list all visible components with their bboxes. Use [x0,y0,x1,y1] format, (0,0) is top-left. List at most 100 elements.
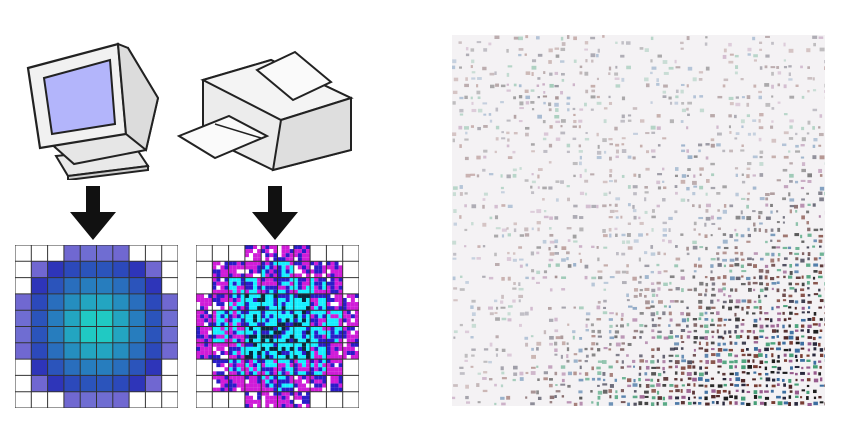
grid-cell [31,293,48,311]
halftone-dot [289,314,294,319]
halftone-dot [686,389,691,393]
halftone-dot [704,396,708,401]
halftone-dot [596,342,599,346]
halftone-dot [722,300,727,304]
halftone-dot [609,174,612,178]
halftone-dot [326,297,331,303]
halftone-dot [573,263,577,267]
halftone-dot [795,372,798,376]
halftone-dot [675,389,680,393]
halftone-dot [318,273,323,278]
halftone-dot [813,281,818,285]
halftone-dot [326,302,331,307]
halftone-dot [735,192,739,197]
halftone-dot [518,120,523,123]
halftone-dot [549,288,553,292]
halftone-dot [807,342,812,346]
halftone-dot [819,252,824,256]
halftone-dot [281,306,286,311]
halftone-dot [453,299,458,302]
halftone-dot [662,311,666,316]
halftone-dot [310,314,315,319]
halftone-dot [603,246,608,249]
halftone-dot [281,277,286,282]
halftone-dot [285,253,290,258]
halftone-dot [759,222,763,225]
halftone-dot [626,65,631,70]
halftone-dot [281,391,286,396]
halftone-dot [819,174,823,177]
halftone-dot [350,330,355,335]
halftone-dot [212,330,217,335]
halftone-dot [265,326,270,331]
halftone-dot [764,396,770,400]
halftone-dot [240,334,245,339]
halftone-dot [244,342,249,347]
halftone-dot [818,336,822,339]
halftone-dot [330,281,335,286]
halftone-dot [668,335,674,339]
halftone-dot [603,107,608,110]
halftone-dot [334,306,339,311]
halftone-dot [627,342,632,346]
halftone-dot [561,395,565,398]
halftone-dot [609,156,612,161]
halftone-dot [620,366,624,369]
halftone-dot [573,402,578,406]
halftone-dot [591,282,595,287]
halftone-dot [228,281,233,286]
halftone-dot [277,346,282,351]
halftone-dot [301,338,307,343]
halftone-dot [459,185,463,189]
halftone-dot [740,264,744,268]
halftone-dot [346,306,351,311]
halftone-dot [530,210,535,213]
halftone-dot [627,119,632,122]
halftone-dot [734,71,738,75]
halftone-dot [579,258,583,263]
halftone-dot [722,389,727,393]
halftone-dot [764,83,770,87]
halftone-dot [566,251,570,255]
halftone-dot [265,297,270,303]
halftone-dot [656,83,660,86]
halftone-dot [584,275,588,280]
halftone-dot [350,302,355,307]
halftone-dot [248,289,254,294]
halftone-dot [269,257,274,262]
halftone-dot [326,306,331,311]
halftone-dot [716,252,720,255]
halftone-dot [476,383,480,387]
halftone-dot [269,363,274,368]
halftone-dot [224,387,229,392]
halftone-dot [759,155,763,159]
halftone-dot [722,360,727,365]
halftone-dot [747,359,750,363]
halftone-dot [322,350,327,356]
halftone-dot [200,342,205,347]
halftone-dot [471,101,474,105]
halftone-dot [465,173,471,178]
halftone-dot [306,395,311,400]
halftone-dot [813,270,818,273]
halftone-dot [800,293,805,298]
halftone-dot [236,293,241,298]
halftone-dot [596,401,599,406]
halftone-dot [330,314,335,319]
halftone-dot [711,173,715,177]
halftone-dot [232,355,237,360]
halftone-dot [322,375,327,380]
halftone-dot [306,338,311,343]
halftone-dot [710,138,715,142]
halftone-dot [253,293,258,298]
halftone-dot [704,222,707,227]
halftone-dot [257,253,262,258]
halftone-dot [633,329,639,333]
halftone-dot [531,150,535,153]
halftone-dot [668,390,674,393]
halftone-dot [306,302,311,307]
halftone-dot [753,252,758,255]
halftone-dot [734,263,740,267]
halftone-dot [747,192,750,195]
halftone-dot [807,306,811,309]
